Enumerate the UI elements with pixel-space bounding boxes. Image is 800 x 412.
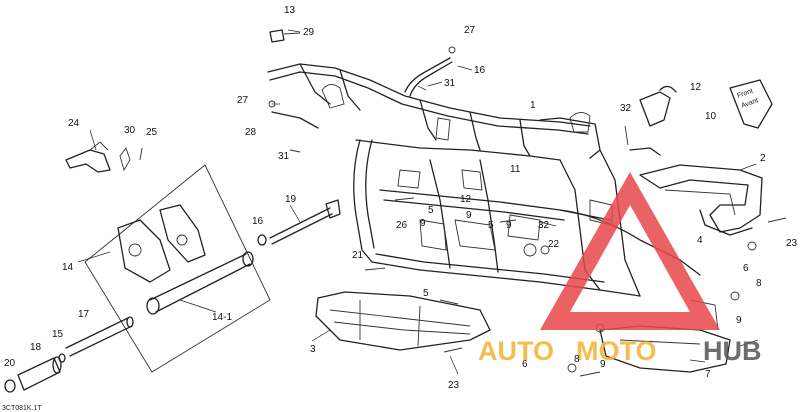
leader-lines (77, 29, 757, 375)
callout-3: 3 (310, 344, 316, 355)
callout-10: 10 (705, 111, 717, 122)
callout-15: 15 (52, 329, 64, 340)
lower-bumper (315, 291, 491, 351)
front-direction-sign: Front Avant (729, 79, 773, 129)
front-bumper (639, 164, 763, 236)
cable-16-group (404, 46, 456, 97)
callout-2: 2 (760, 153, 766, 164)
pivot-shaft-group (4, 316, 134, 393)
callout-20: 20 (4, 358, 16, 369)
callout-32: 32 (620, 103, 632, 114)
callout-7: 7 (705, 369, 711, 380)
callout-16: 16 (252, 216, 264, 227)
callout-5: 5 (428, 205, 434, 216)
watermark-part2: MOTO (576, 336, 657, 366)
callout-6: 6 (743, 263, 749, 274)
callout-26: 26 (396, 220, 408, 231)
callout-6: 6 (522, 359, 528, 370)
callout-8: 8 (574, 354, 580, 365)
callout-23: 23 (448, 380, 460, 391)
callout-12: 12 (460, 194, 472, 205)
main-frame (267, 63, 701, 297)
bracket-24-group (65, 141, 143, 173)
callout-30: 30 (124, 125, 136, 136)
callout-9: 9 (736, 315, 742, 326)
front-sign-line2: Avant (740, 97, 759, 110)
diagram-code: 3CT081K.1T (2, 405, 42, 412)
callout-5: 5 (488, 220, 494, 231)
callout-4: 4 (697, 235, 703, 246)
watermark-logo: AUTO MOTO HUB (478, 172, 762, 366)
watermark-part1: AUTO (478, 336, 554, 366)
callout-31: 31 (444, 78, 456, 89)
callout-labels: 13 29 27 16 31 1 32 12 10 27 28 31 24 30… (4, 5, 798, 391)
callout-14: 14 (62, 262, 74, 273)
bracket-10-group (624, 85, 677, 156)
pivot-bolt-group (257, 199, 341, 246)
cable-28-group (268, 100, 319, 153)
callout-28: 28 (245, 127, 257, 138)
callout-21: 21 (352, 250, 364, 261)
clip-13-group (269, 29, 301, 43)
callout-29: 29 (303, 27, 315, 38)
callout-23: 23 (786, 238, 798, 249)
callout-22: 22 (548, 239, 560, 250)
callout-9: 9 (600, 359, 606, 370)
watermark-triangle-icon (540, 172, 720, 330)
callout-9: 9 (420, 218, 426, 229)
callout-1: 1 (530, 100, 536, 111)
callout-12: 12 (690, 82, 702, 93)
callout-5: 5 (423, 288, 429, 299)
callout-31: 31 (278, 151, 290, 162)
callout-17: 17 (78, 309, 90, 320)
callout-8: 8 (756, 278, 762, 289)
callout-25: 25 (146, 127, 158, 138)
callout-24: 24 (68, 118, 80, 129)
swing-arm-group (84, 164, 271, 373)
callout-11: 11 (510, 164, 521, 175)
callout-27: 27 (237, 95, 249, 106)
front-sign-line1: Front (736, 88, 754, 100)
callout-13: 13 (284, 5, 296, 16)
callout-18: 18 (30, 342, 42, 353)
callout-16: 16 (474, 65, 486, 76)
callout-27: 27 (464, 25, 476, 36)
callout-9: 9 (506, 220, 512, 231)
watermark-part3: HUB (703, 336, 762, 366)
callout-9: 9 (466, 210, 472, 221)
callout-14-1: 14-1 (212, 312, 232, 323)
callout-32: 32 (538, 220, 550, 231)
callout-19: 19 (285, 194, 297, 205)
